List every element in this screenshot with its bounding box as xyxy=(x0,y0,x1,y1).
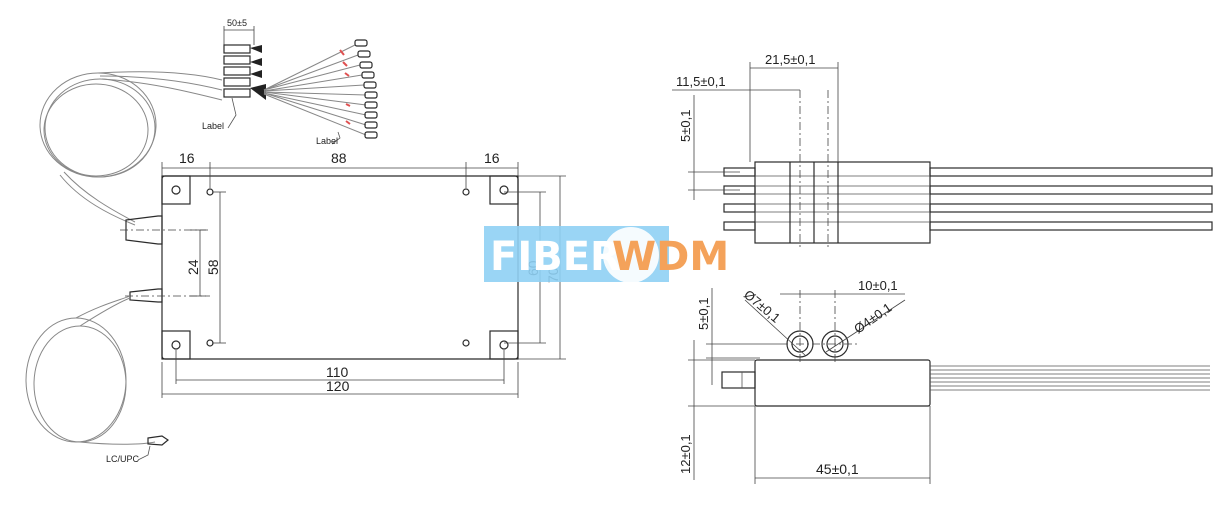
right-top-view: 21,5±0,1 11,5±0,1 5±0,1 xyxy=(672,52,1213,250)
fanout-block: 50±5 xyxy=(202,18,378,146)
dim-right-margin: 16 xyxy=(484,150,500,166)
watermark-text-wdm: WDM xyxy=(612,234,729,280)
dim-hole-vertical: 58 xyxy=(205,259,221,275)
port-boot-upper xyxy=(125,215,163,245)
dim-top-offset: 11,5±0,1 xyxy=(676,74,726,89)
dim-bottom-spacing: 10±0,1 xyxy=(858,278,898,293)
dim-bottom-height: 5±0,1 xyxy=(696,298,711,330)
fiber-coil-upper xyxy=(39,71,223,226)
fiber-coil-lower: LC/UPC xyxy=(25,295,170,464)
dim-top-height: 5±0,1 xyxy=(678,110,693,142)
dim-span-top: 88 xyxy=(331,150,347,166)
boot-icon xyxy=(250,45,262,53)
dim-total-width: 120 xyxy=(326,378,350,394)
connector-label: LC/UPC xyxy=(106,454,140,464)
dim-hole-width: 110 xyxy=(326,364,349,380)
watermark: FIBER WDM xyxy=(484,226,729,283)
right-bottom-view: 10±0,1 Ø7±0,1 Ø4±0,1 5±0,1 12±0,1 45±0,1 xyxy=(678,278,1210,484)
dim-body-length: 45±0,1 xyxy=(816,461,859,477)
dim-body-height: 12±0,1 xyxy=(678,434,693,474)
label-callout-left: Label xyxy=(202,121,224,131)
dim-diameter-large: Ø7±0,1 xyxy=(741,287,783,326)
label-callout-right: Label xyxy=(316,136,338,146)
watermark-text-fiber: FIBER xyxy=(490,234,621,280)
dim-top-width: 21,5±0,1 xyxy=(765,52,816,67)
dim-diameter-small: Ø4±0,1 xyxy=(851,300,894,337)
dim-port-spacing: 24 xyxy=(185,259,201,275)
dim-left-margin: 16 xyxy=(179,150,195,166)
port-boot-lower xyxy=(129,288,163,303)
lc-connector-icon xyxy=(147,435,170,446)
module-box xyxy=(120,175,519,360)
screw-hole-icon xyxy=(171,185,181,195)
fanout-width-dim: 50±5 xyxy=(227,18,247,28)
